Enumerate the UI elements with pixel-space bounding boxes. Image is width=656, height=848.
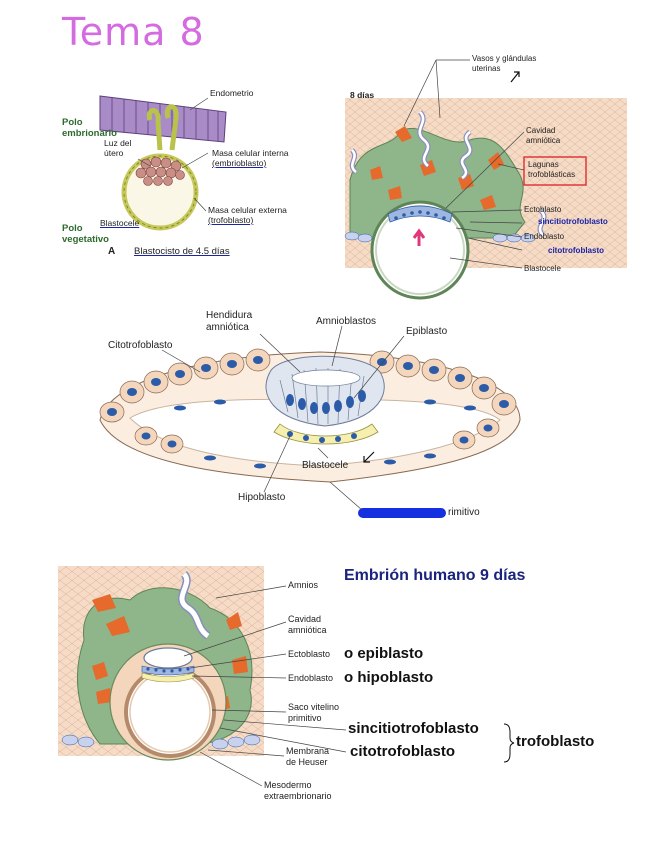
label-blastocele-3: Blastocele <box>302 460 349 471</box>
label-endoblasto: Endoblasto <box>524 232 565 241</box>
label-lagunas-1: Lagunas <box>528 160 559 169</box>
label-blastocele-2: Blastocele <box>524 264 561 273</box>
label-endometrio: Endometrio <box>210 88 254 98</box>
label-blastocele-1: Blastocele <box>100 218 140 228</box>
label-polo-vegetativo-2: vegetativo <box>62 234 109 245</box>
label-masa-externa-2: (trofoblasto) <box>208 215 254 225</box>
caption-letter: A <box>108 246 116 257</box>
label-masa-interna-2: (embrioblasto) <box>212 158 267 168</box>
label-endoblasto-4: Endoblasto <box>288 673 334 683</box>
label-luz-utero-2: útero <box>104 148 124 158</box>
label-luz-utero-1: Luz del <box>104 138 132 148</box>
label-lagunas-2: trofoblásticas <box>528 170 576 179</box>
label-masa-interna-1: Masa celular interna <box>212 148 289 158</box>
label-amnios: Amnios <box>288 580 319 590</box>
label-o-hipoblasto: o hipoblasto <box>344 669 434 686</box>
label-polo-embrionario-2: embrionario <box>62 128 117 139</box>
label-vasos-1: Vasos y glándulas <box>472 54 537 63</box>
label-hendidura-2: amniótica <box>206 322 249 333</box>
label-cavidad-amniotica-2: amniótica <box>526 136 561 145</box>
label-cavidad-amniotica-4-2: amniótica <box>288 625 327 635</box>
label-mesodermo-1: Mesodermo <box>264 780 312 790</box>
label-o-epiblasto: o epiblasto <box>344 645 424 662</box>
label-vasos-2: uterinas <box>472 64 501 73</box>
label-polo-vegetativo-1: Polo <box>62 223 83 234</box>
label-primitivo: rimitivo <box>448 507 480 518</box>
label-hipoblasto: Hipoblasto <box>238 492 286 503</box>
label-citotrofoblasto-4: citotrofoblasto <box>350 743 455 760</box>
label-ectoblasto: Ectoblasto <box>524 205 562 214</box>
label-polo-embrionario-1: Polo <box>62 117 83 128</box>
label-ectoblasto-4: Ectoblasto <box>288 649 331 659</box>
label-mesodermo-2: extraembrionario <box>264 791 332 801</box>
label-sincitiotrofoblasto: sincitiotrofoblasto <box>538 217 608 226</box>
label-saco-vitelino-1: Saco vitelino <box>288 702 340 712</box>
label-epiblasto: Epiblasto <box>406 326 448 337</box>
label-saco-vitelino-2: primitivo <box>288 713 322 723</box>
label-cavidad-amniotica-1: Cavidad <box>526 126 556 135</box>
label-amnioblastos: Amnioblastos <box>316 316 377 327</box>
label-hendidura-1: Hendidura <box>206 310 253 321</box>
label-citotrofoblasto: citotrofoblasto <box>548 246 604 255</box>
label-cavidad-amniotica-4-1: Cavidad <box>288 614 322 624</box>
label-membrana-heuser-1: Membrana <box>286 746 330 756</box>
label-trofoblasto: trofoblasto <box>516 733 595 750</box>
label-masa-externa-1: Masa celular externa <box>208 205 287 215</box>
figure-9-days-title: Embrión humano 9 días <box>344 567 526 584</box>
label-sincitiotrofoblasto-4: sincitiotrofoblasto <box>348 720 479 737</box>
label-membrana-heuser-2: de Heuser <box>286 757 328 767</box>
label-8-dias: 8 días <box>350 90 375 100</box>
caption-blastocyst: Blastocisto de 4.5 días <box>134 246 230 257</box>
label-citotrofoblasto-3: Citotrofoblasto <box>108 340 173 351</box>
page-title: Tema 8 <box>62 10 205 54</box>
